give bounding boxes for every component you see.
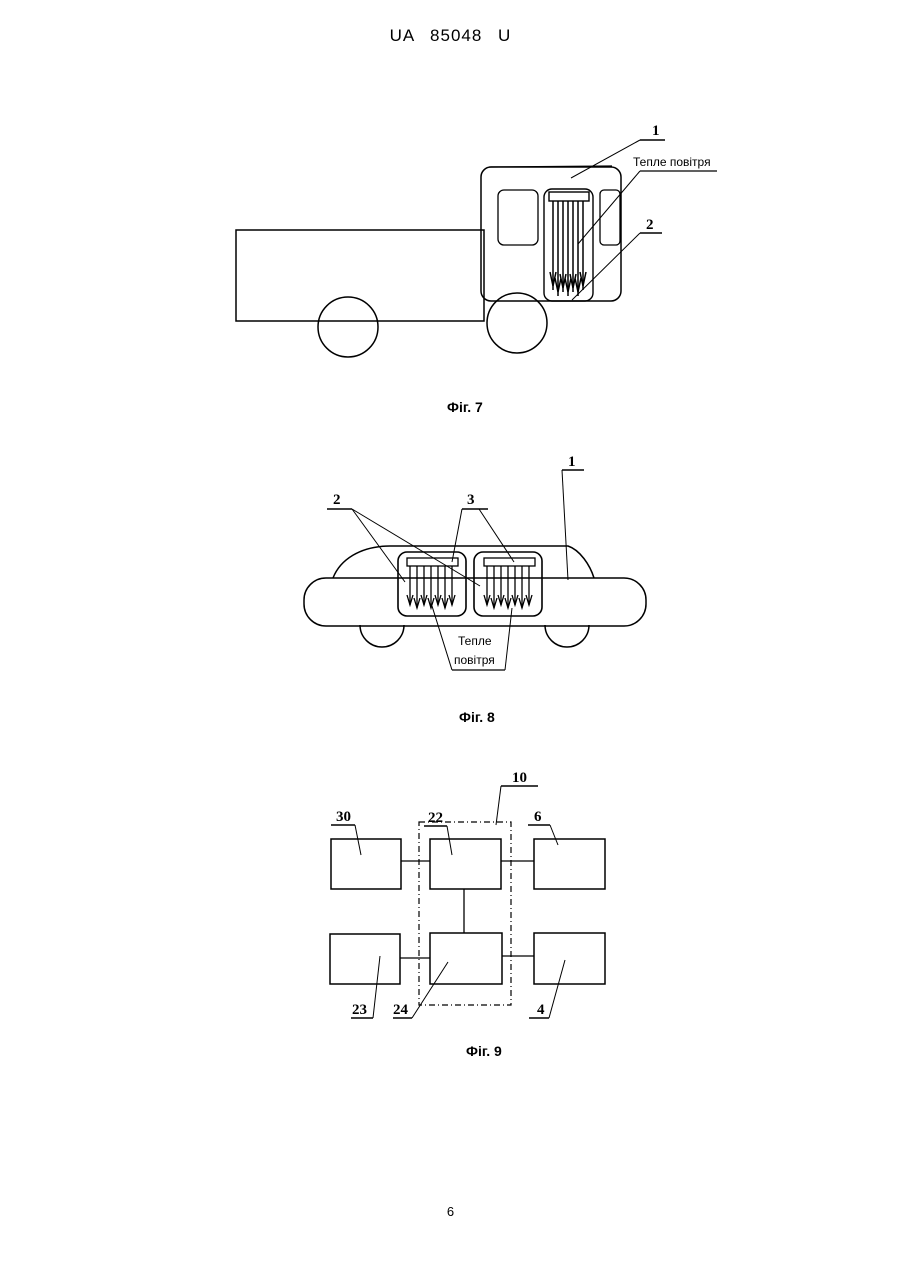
label-30: 30 (336, 809, 351, 825)
fig7-truck: 1 Тепле повітря 2 Фіг. 7 (236, 123, 717, 415)
label-4: 4 (537, 1002, 545, 1018)
heater-tubes-right (484, 566, 532, 608)
cab-window (498, 190, 538, 245)
unit-10-dashed-boundary (419, 822, 511, 1005)
fig8-car: 2 3 1 Тепле повітря Фіг. 8 (304, 454, 646, 725)
fig8-label-3: 3 (467, 492, 475, 508)
block-6 (534, 839, 605, 889)
block-22 (430, 839, 501, 889)
fig8-caption: Фіг. 8 (459, 709, 495, 725)
label-22: 22 (428, 810, 443, 826)
car-body (304, 578, 646, 626)
label-6: 6 (534, 809, 542, 825)
fig9-caption: Фіг. 9 (466, 1043, 502, 1059)
label-23: 23 (352, 1002, 367, 1018)
fig8-warm-air-1: Тепле (458, 634, 492, 648)
truck-cargo-body (236, 230, 484, 321)
car-roof (333, 546, 594, 578)
fig9-block-diagram: 10 30 22 6 23 24 4 Фіг. 9 (330, 770, 605, 1059)
fig8-label-1: 1 (568, 454, 576, 470)
heater-tubes-left (407, 566, 455, 608)
block-30 (331, 839, 401, 889)
fig7-label-2: 2 (646, 217, 654, 233)
fig7-caption: Фіг. 7 (447, 399, 483, 415)
label-24: 24 (393, 1002, 409, 1018)
fig8-warm-air-2: повітря (454, 653, 495, 667)
truck-front-wheel (487, 293, 547, 353)
block-24 (430, 933, 502, 984)
truck-rear-wheel (318, 297, 378, 357)
fig7-warm-air-label: Тепле повітря (633, 155, 711, 169)
page-number: 6 (0, 1204, 901, 1219)
label-10: 10 (512, 770, 527, 786)
car-rear-wheel-arch (360, 625, 404, 647)
block-4 (534, 933, 605, 984)
car-front-wheel-arch (545, 625, 589, 647)
fig8-label-2: 2 (333, 492, 341, 508)
heater-tubes (550, 201, 586, 296)
fig7-label-1: 1 (652, 123, 660, 139)
block-23 (330, 934, 400, 984)
